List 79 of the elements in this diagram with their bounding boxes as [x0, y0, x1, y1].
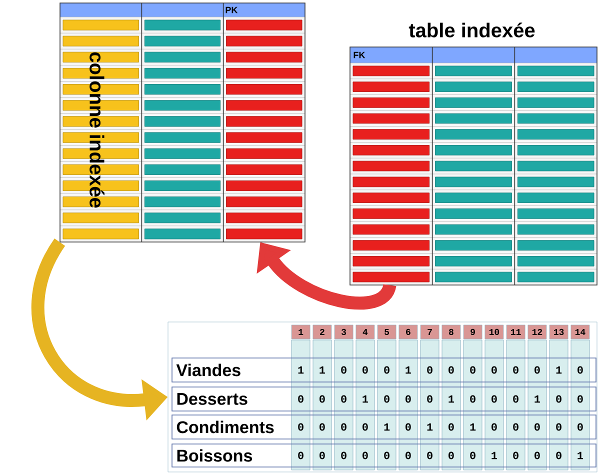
bit-value: 0	[341, 366, 346, 374]
bit-value: 0	[492, 395, 497, 403]
bit-value: 0	[427, 395, 432, 403]
bit-value: 0	[384, 366, 390, 374]
bit-value: 1	[578, 452, 584, 460]
bit-value: 1	[362, 395, 368, 403]
column-number: 9	[463, 324, 482, 340]
bit-value: 0	[534, 452, 540, 460]
bit-value: 1	[384, 423, 390, 431]
bit-value: 0	[384, 395, 390, 403]
bit-value: 0	[320, 395, 325, 403]
bit-value: 0	[362, 423, 368, 431]
bit-value: 0	[448, 366, 454, 374]
column-number: 2	[312, 324, 332, 340]
column-number: 11	[506, 324, 526, 340]
bit-value: 0	[341, 423, 346, 431]
column-number: 6	[398, 324, 418, 340]
bit-value: 0	[534, 423, 540, 431]
column-number: 7	[420, 324, 440, 340]
bit-value: 1	[448, 395, 454, 403]
bit-value: 1	[492, 452, 498, 460]
column-number: 12	[528, 324, 547, 340]
bit-value: 0	[513, 452, 518, 460]
bit-value: 0	[427, 452, 432, 460]
row-label: Boissons	[177, 449, 252, 462]
bitmap-box	[168, 322, 598, 472]
bit-value: 0	[427, 366, 432, 374]
bit-value: 0	[448, 423, 454, 431]
bit-value: 0	[578, 395, 583, 403]
bit-value: 0	[320, 423, 325, 431]
row-label: Desserts	[177, 393, 248, 405]
table-title: table indexée	[408, 22, 535, 38]
bit-value: 0	[556, 452, 562, 460]
bit-value: 0	[578, 366, 583, 374]
column-number: 5	[377, 324, 396, 340]
column-header: PK	[226, 6, 238, 14]
bit-value: 0	[492, 366, 497, 374]
bit-value: 0	[513, 423, 518, 431]
bit-value: 1	[556, 366, 562, 374]
bit-value: 0	[534, 366, 540, 374]
bit-value: 0	[362, 366, 368, 374]
column-number: 3	[334, 324, 354, 340]
bit-value: 0	[470, 452, 476, 460]
bit-value: 1	[406, 366, 412, 374]
bit-value: 0	[448, 452, 454, 460]
bit-value: 0	[384, 452, 390, 460]
bit-value: 1	[427, 423, 433, 431]
bit-value: 0	[406, 452, 411, 460]
row-label: Viandes	[176, 364, 240, 376]
bit-value: 0	[341, 395, 346, 403]
bit-value: 0	[578, 423, 583, 431]
bit-value: 0	[298, 395, 304, 403]
column-number: 4	[356, 324, 375, 340]
bit-value: 0	[556, 423, 562, 431]
row-label: Condiments	[176, 420, 274, 434]
bit-value: 1	[298, 366, 304, 374]
bit-value: 0	[320, 452, 325, 460]
rotated-label: colonne indexée	[90, 52, 104, 208]
bit-value: 1	[470, 423, 476, 431]
column-number: 13	[549, 324, 568, 340]
bit-value: 0	[341, 452, 346, 460]
column-number: 10	[484, 324, 504, 340]
bit-value: 0	[556, 395, 562, 403]
bit-value: 0	[470, 366, 476, 374]
bit-value: 0	[470, 395, 476, 403]
bit-value: 0	[298, 452, 304, 460]
bit-value: 0	[362, 452, 368, 460]
column-number: 8	[442, 324, 461, 340]
column-number: 1	[291, 324, 310, 340]
bit-value: 0	[513, 366, 518, 374]
bit-value: 1	[534, 395, 540, 403]
bit-value: 1	[320, 366, 326, 374]
bit-value: 0	[298, 423, 304, 431]
bit-value: 0	[492, 423, 497, 431]
column-number: 14	[570, 324, 590, 340]
column-header: FK	[354, 52, 366, 58]
bit-value: 0	[513, 395, 518, 403]
bit-value: 0	[406, 395, 411, 403]
bit-value: 0	[406, 423, 411, 431]
